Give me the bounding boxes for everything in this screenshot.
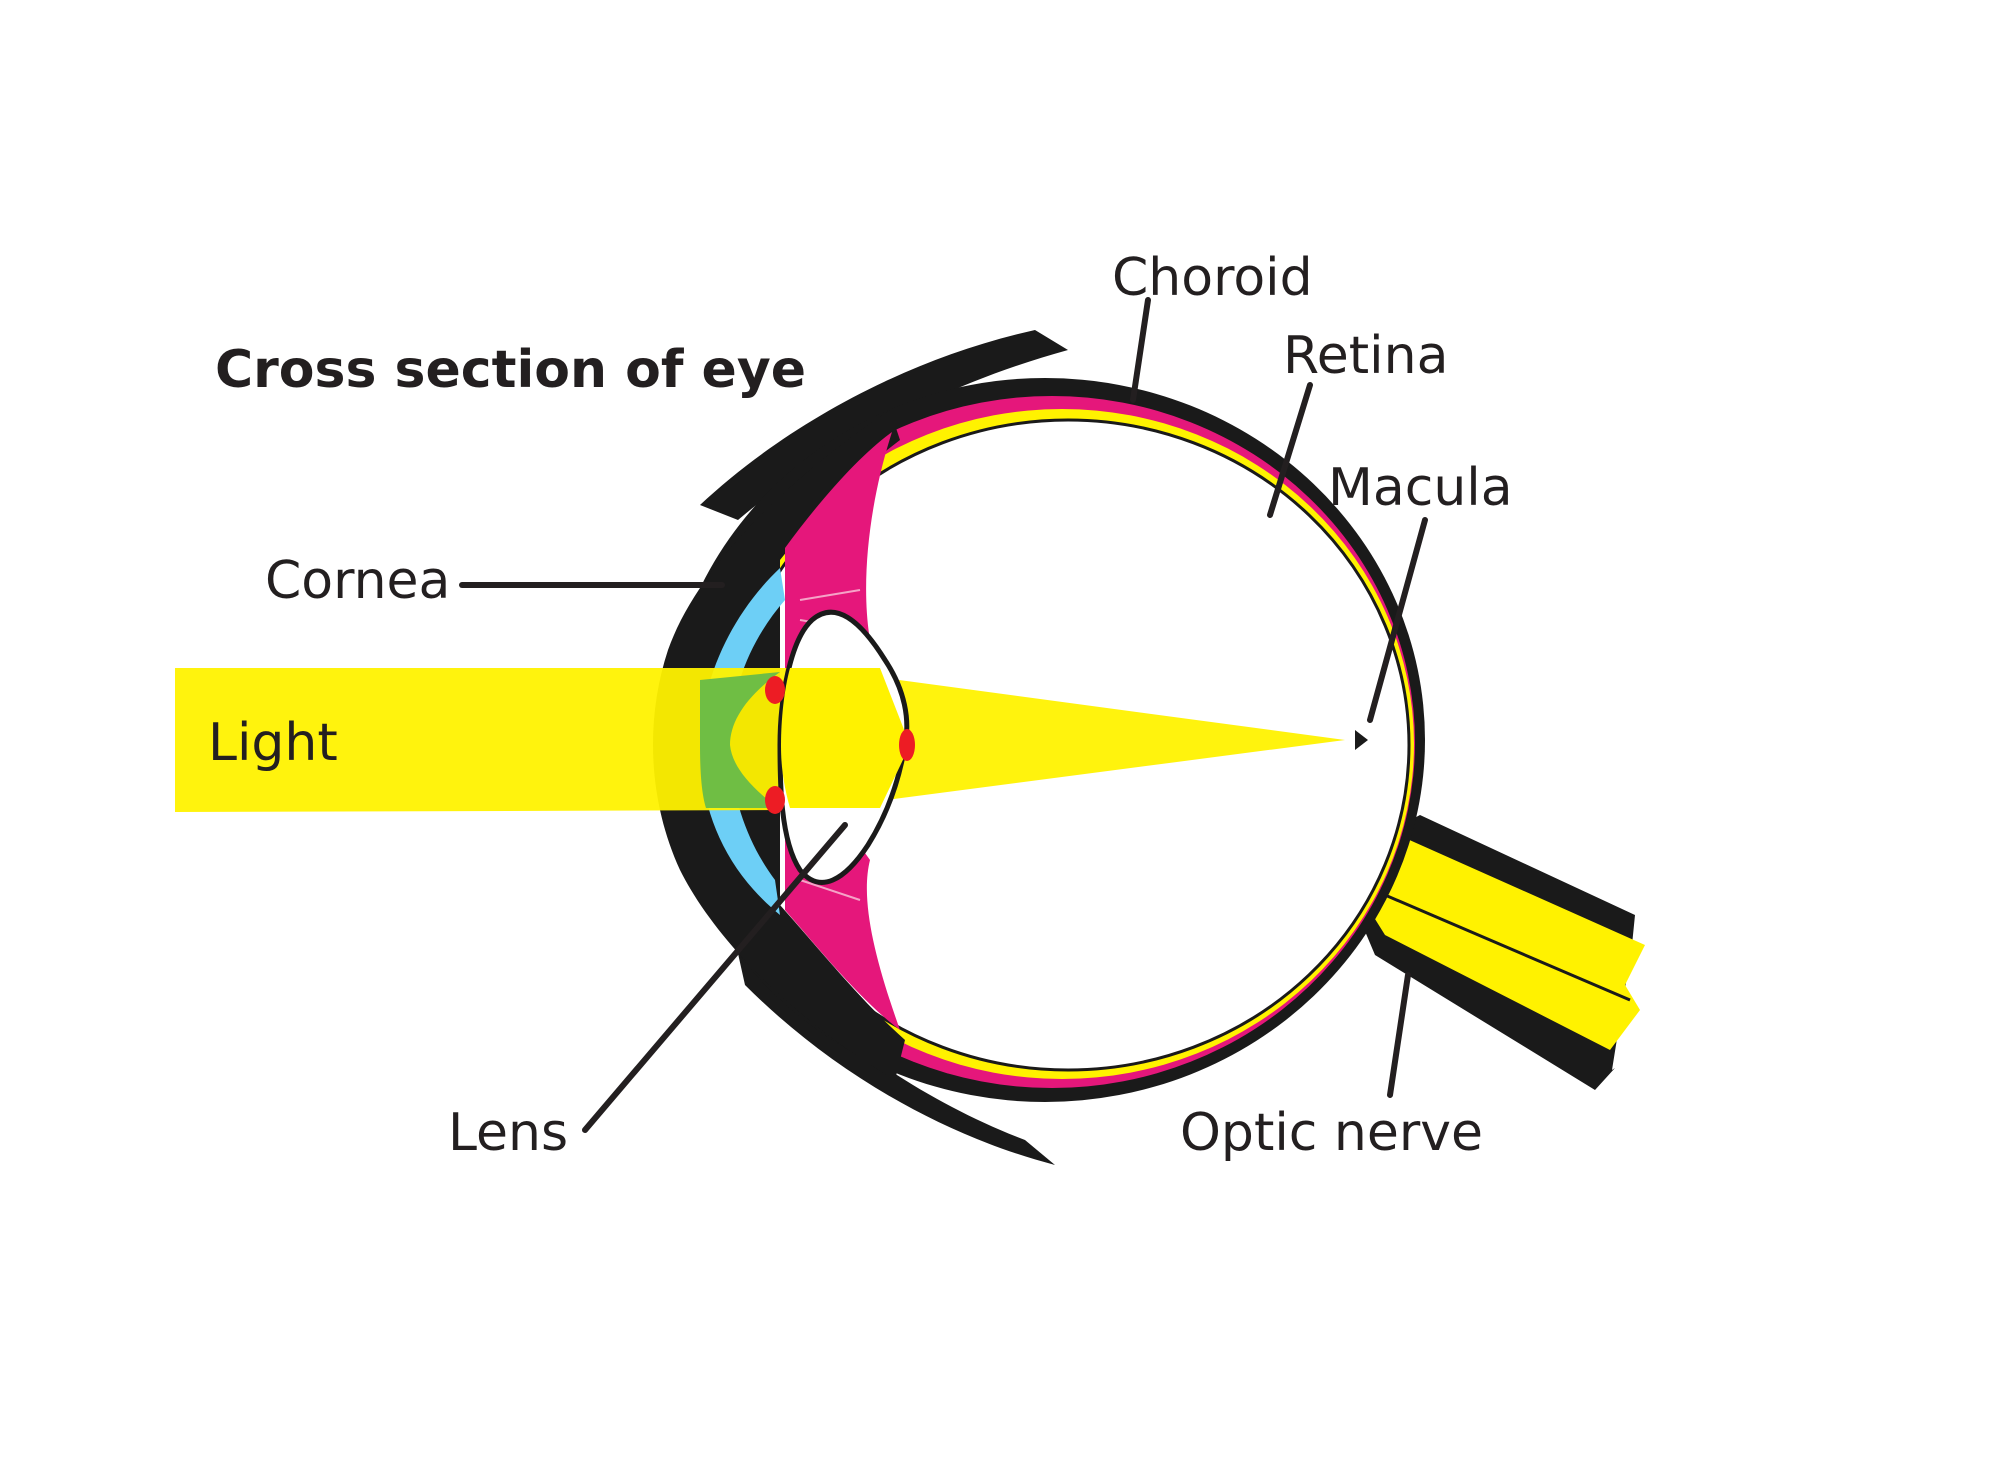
lens-leader (582, 822, 848, 1133)
label-cornea: Cornea (265, 551, 450, 611)
label-macula: Macula (1328, 458, 1513, 518)
iris-spot-lower (765, 786, 785, 814)
label-light: Light (208, 713, 338, 773)
label-retina: Retina (1283, 326, 1448, 386)
label-lens: Lens (448, 1103, 568, 1163)
optic-nerve (1335, 815, 1645, 1090)
lower-eyelid (735, 940, 1055, 1165)
label-choroid: Choroid (1112, 248, 1313, 308)
diagram-title: Cross section of eye (215, 340, 806, 400)
iris-spot-upper (765, 676, 785, 704)
light-beam (175, 668, 1345, 812)
label-optic-nerve: Optic nerve (1180, 1103, 1483, 1163)
lens-light-overlap (781, 668, 910, 808)
lens-edge-spot (899, 729, 915, 761)
macula-spot (1355, 730, 1368, 750)
cornea (700, 568, 785, 915)
macula-leader (1367, 517, 1428, 723)
retina-leader (1267, 382, 1313, 518)
cornea-light-overlap (700, 672, 780, 808)
optic-nerve-leader (1387, 972, 1411, 1098)
choroid-leader (1130, 297, 1151, 403)
